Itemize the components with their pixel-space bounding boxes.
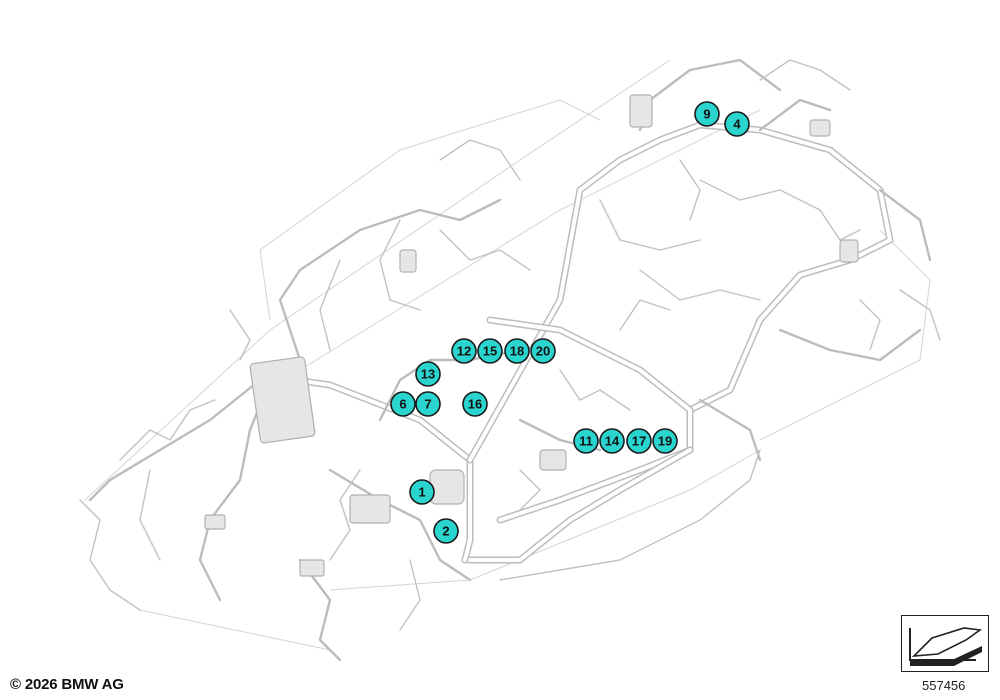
callout-6-label: 6 bbox=[399, 397, 406, 412]
callout-13-label: 13 bbox=[421, 367, 435, 382]
callout-15: 15 bbox=[477, 338, 503, 364]
main-harness bbox=[256, 121, 894, 564]
callout-18-label: 18 bbox=[510, 344, 524, 359]
callout-13: 13 bbox=[415, 361, 441, 387]
callout-11: 11 bbox=[573, 428, 599, 454]
callout-4-label: 4 bbox=[733, 117, 741, 132]
callout-2: 2 bbox=[433, 518, 459, 544]
callout-11-label: 11 bbox=[579, 434, 593, 449]
callout-14: 14 bbox=[599, 428, 625, 454]
callout-12: 12 bbox=[451, 338, 477, 364]
callout-9-label: 9 bbox=[703, 107, 710, 122]
callout-19: 19 bbox=[652, 428, 678, 454]
harness-components bbox=[204, 94, 859, 577]
callout-7-label: 7 bbox=[424, 397, 431, 412]
callout-16: 16 bbox=[462, 391, 488, 417]
callout-14-label: 14 bbox=[605, 434, 620, 449]
callout-1-label: 1 bbox=[418, 485, 425, 500]
callout-2-label: 2 bbox=[442, 524, 449, 539]
callout-17-label: 17 bbox=[632, 434, 646, 449]
callout-20: 20 bbox=[530, 338, 556, 364]
copyright-notice: © 2026 BMW AG bbox=[10, 676, 124, 693]
callout-9: 9 bbox=[694, 101, 720, 127]
callout-7: 7 bbox=[415, 391, 441, 417]
callout-6: 6 bbox=[390, 391, 416, 417]
callout-20-label: 20 bbox=[536, 344, 550, 359]
callout-18: 18 bbox=[504, 338, 530, 364]
callout-4: 4 bbox=[724, 111, 750, 137]
harness-reference-icon bbox=[901, 615, 989, 672]
callout-16-label: 16 bbox=[468, 397, 482, 412]
callout-15-label: 15 bbox=[483, 344, 497, 359]
callout-1: 1 bbox=[409, 479, 435, 505]
callout-17: 17 bbox=[626, 428, 652, 454]
callout-12-label: 12 bbox=[457, 344, 471, 359]
vehicle-outline bbox=[84, 59, 931, 651]
thin-wiring bbox=[79, 59, 941, 631]
diagram-reference-number: 557456 bbox=[922, 678, 966, 693]
callout-19-label: 19 bbox=[658, 434, 672, 449]
